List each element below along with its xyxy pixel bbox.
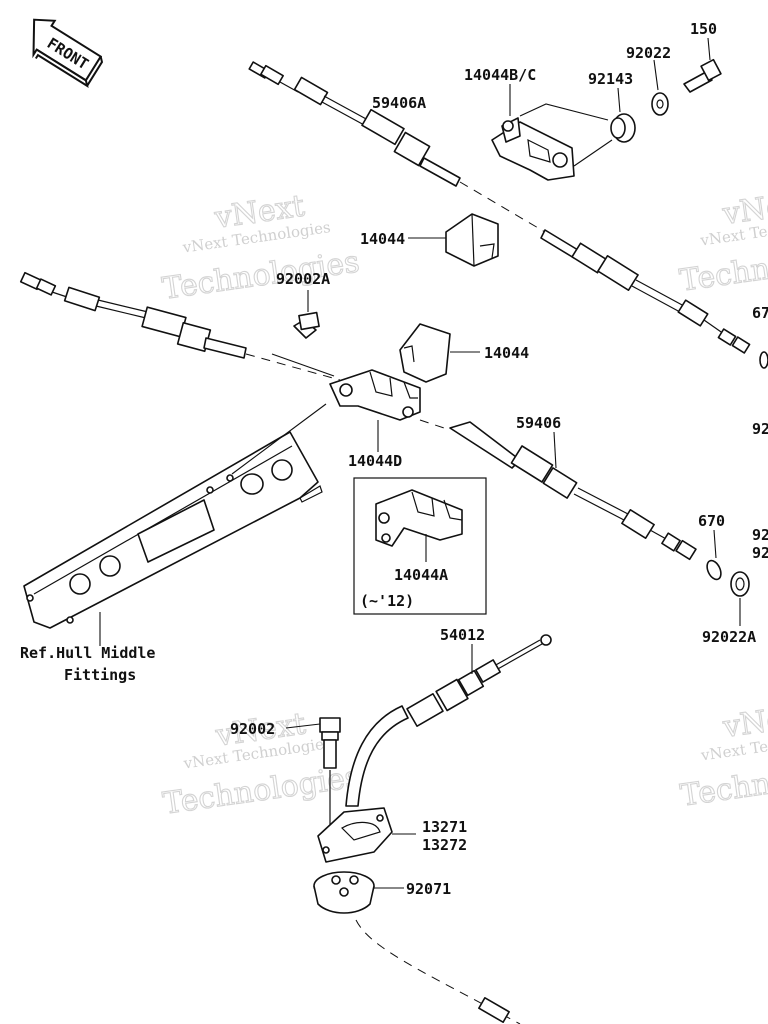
label-cut-67: 67 (752, 304, 768, 322)
label-14044a-note: (~'12) (360, 592, 414, 610)
clip-14044-middle (399, 323, 451, 383)
bolt-150 (683, 58, 722, 93)
cable-59406a (248, 61, 461, 187)
label-13272: 13272 (422, 836, 467, 854)
o-ring-edge (759, 351, 768, 369)
bolt-92002 (319, 717, 341, 769)
cable-59406 (449, 421, 697, 561)
plate-13271 (317, 807, 393, 863)
label-14044-top: 14044 (360, 230, 405, 248)
watermark-text: vNext Te (698, 222, 768, 249)
label-92022: 92022 (626, 44, 671, 62)
label-cut-92: 92 (752, 526, 768, 544)
label-13271: 13271 (422, 818, 467, 836)
label-150: 150 (690, 20, 717, 38)
label-54012: 54012 (440, 626, 485, 644)
label-59406: 59406 (516, 414, 561, 432)
inset-14044a (353, 477, 487, 615)
hull-middle-fittings (23, 431, 323, 629)
label-92071: 92071 (406, 880, 451, 898)
label-92002: 92002 (230, 720, 275, 738)
watermark-text: Techn (678, 251, 768, 298)
washer-92022a (730, 571, 750, 597)
cable-upper-right (540, 229, 751, 354)
label-14044d: 14044D (348, 452, 402, 470)
label-cut-92: 92 (752, 544, 768, 562)
washer-92022 (651, 92, 669, 116)
label-92002a: 92002A (276, 270, 330, 288)
label-59406a: 59406A (372, 94, 426, 112)
bracket-14044bc (491, 117, 575, 181)
spacer-92143 (610, 113, 636, 143)
label-14044-middle: 14044 (484, 344, 529, 362)
cable-left (19, 271, 247, 359)
front-arrow-icon: FRONT (32, 18, 104, 88)
cable-54012 (345, 634, 552, 807)
label-92022a: 92022A (702, 628, 756, 646)
bracket-14044d (329, 369, 421, 421)
label-14044a: 14044A (394, 566, 448, 584)
clip-14044-upper (445, 213, 499, 267)
label-670: 670 (698, 512, 725, 530)
label-92143: 92143 (588, 70, 633, 88)
watermark-text: Techn (678, 766, 768, 813)
part-labels: 150 92022 14044B/C 92143 59406A 14044 92… (20, 20, 768, 898)
label-ref-line2: Fittings (64, 666, 136, 684)
label-14044bc: 14044B/C (464, 66, 536, 84)
grommet-92071 (313, 871, 375, 914)
label-cut-92: 92 (752, 420, 768, 438)
bolt-92002a (293, 311, 320, 339)
o-ring-670 (706, 559, 722, 581)
label-ref-line1: Ref.Hull Middle (20, 644, 155, 662)
watermark-text: vNext Te (699, 737, 768, 764)
